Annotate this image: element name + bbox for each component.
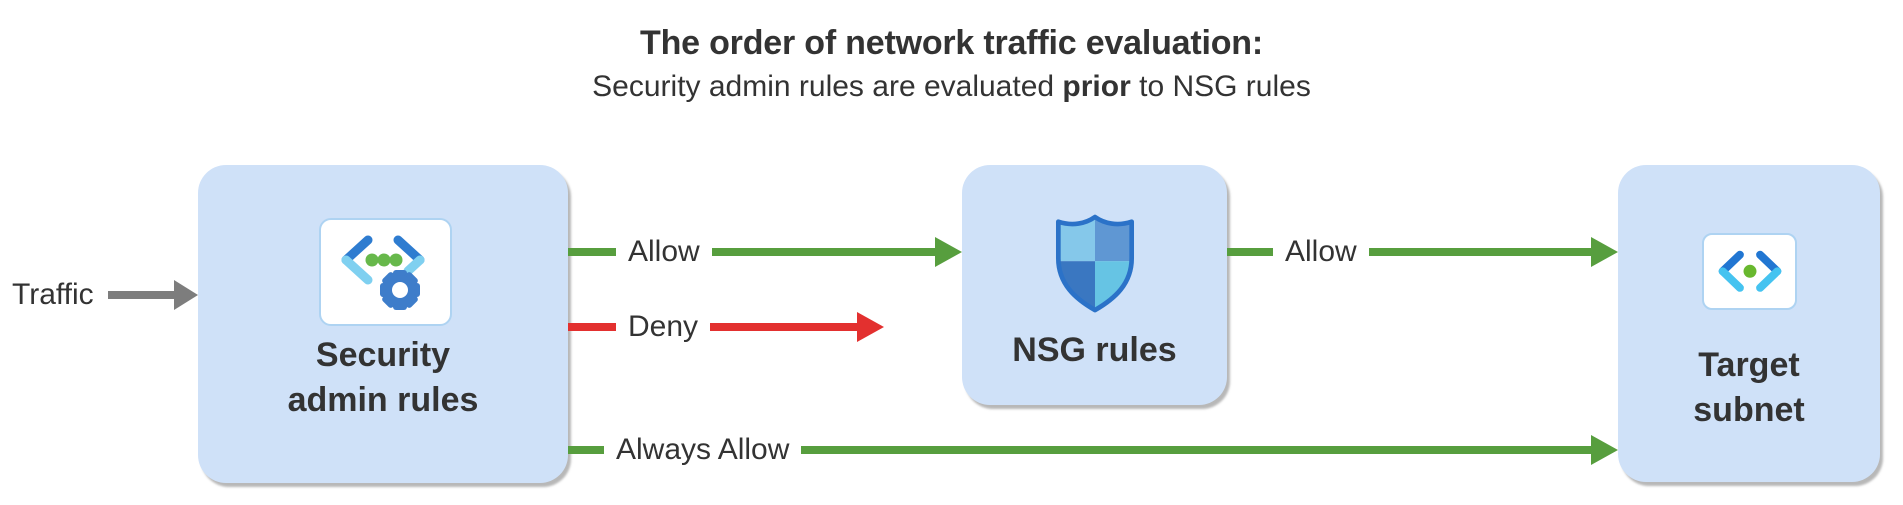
- allow-arrow-to-target: Allow: [1227, 230, 1618, 274]
- node-nsg-rules: NSG rules: [962, 165, 1227, 405]
- deny-arrow-segment: [568, 323, 616, 331]
- diagram-subtitle: Security admin rules are evaluated prior…: [0, 70, 1903, 104]
- allow-arrow-segment: [568, 248, 616, 256]
- node-security-admin-rules: Security admin rules: [198, 165, 568, 483]
- allow-arrowhead-icon: [1591, 237, 1618, 267]
- traffic-arrow: Traffic: [12, 273, 198, 317]
- subtitle-suffix: to NSG rules: [1139, 70, 1311, 103]
- diagram-title: The order of network traffic evaluation:: [640, 24, 1263, 62]
- target-subnet-icon-card: [1702, 233, 1797, 310]
- deny-arrowhead-icon: [857, 312, 884, 342]
- deny-arrow: Deny: [568, 305, 884, 349]
- security-admin-rules-label: Security admin rules: [198, 333, 568, 423]
- deny-label: Deny: [628, 310, 699, 343]
- security-admin-rules-icon-card: [319, 218, 452, 326]
- traffic-arrow-line: [107, 291, 174, 299]
- traffic-label: Traffic: [12, 278, 94, 311]
- nsg-rules-icon-wrap: [962, 211, 1227, 317]
- target-subnet-label: Target subnet: [1618, 343, 1880, 433]
- allow-label: Allow: [628, 235, 700, 268]
- security-admin-rules-label-line2: admin rules: [287, 380, 479, 419]
- traffic-arrowhead-icon: [174, 280, 198, 310]
- allow-arrow-line: [1368, 248, 1591, 256]
- shield-icon: [1055, 214, 1134, 313]
- allow-label: Allow: [1285, 235, 1357, 268]
- always-allow-arrow-line: [801, 446, 1591, 454]
- always-allow-label: Always Allow: [616, 433, 790, 466]
- target-subnet-label-line1: Target: [1698, 346, 1800, 384]
- code-dot-icon: [1718, 250, 1781, 292]
- allow-arrow-line: [711, 248, 935, 256]
- node-target-subnet: Target subnet: [1618, 165, 1880, 482]
- security-admin-rules-label-line1: Security: [315, 336, 451, 374]
- allow-arrowhead-icon: [935, 237, 962, 267]
- target-subnet-label-line2: subnet: [1693, 390, 1805, 429]
- subtitle-prefix: Security admin rules are evaluated: [592, 70, 1055, 103]
- code-gear-icon: [341, 235, 424, 310]
- always-allow-arrow-segment: [568, 446, 604, 454]
- always-allow-arrowhead-icon: [1591, 435, 1618, 465]
- always-allow-arrow: Always Allow: [568, 428, 1618, 472]
- allow-arrow-to-nsg: Allow: [568, 230, 962, 274]
- nsg-rules-label: NSG rules: [1012, 331, 1177, 369]
- deny-arrow-line: [710, 323, 857, 331]
- subtitle-bold-word: prior: [1062, 70, 1131, 103]
- allow-arrow-segment: [1227, 248, 1273, 256]
